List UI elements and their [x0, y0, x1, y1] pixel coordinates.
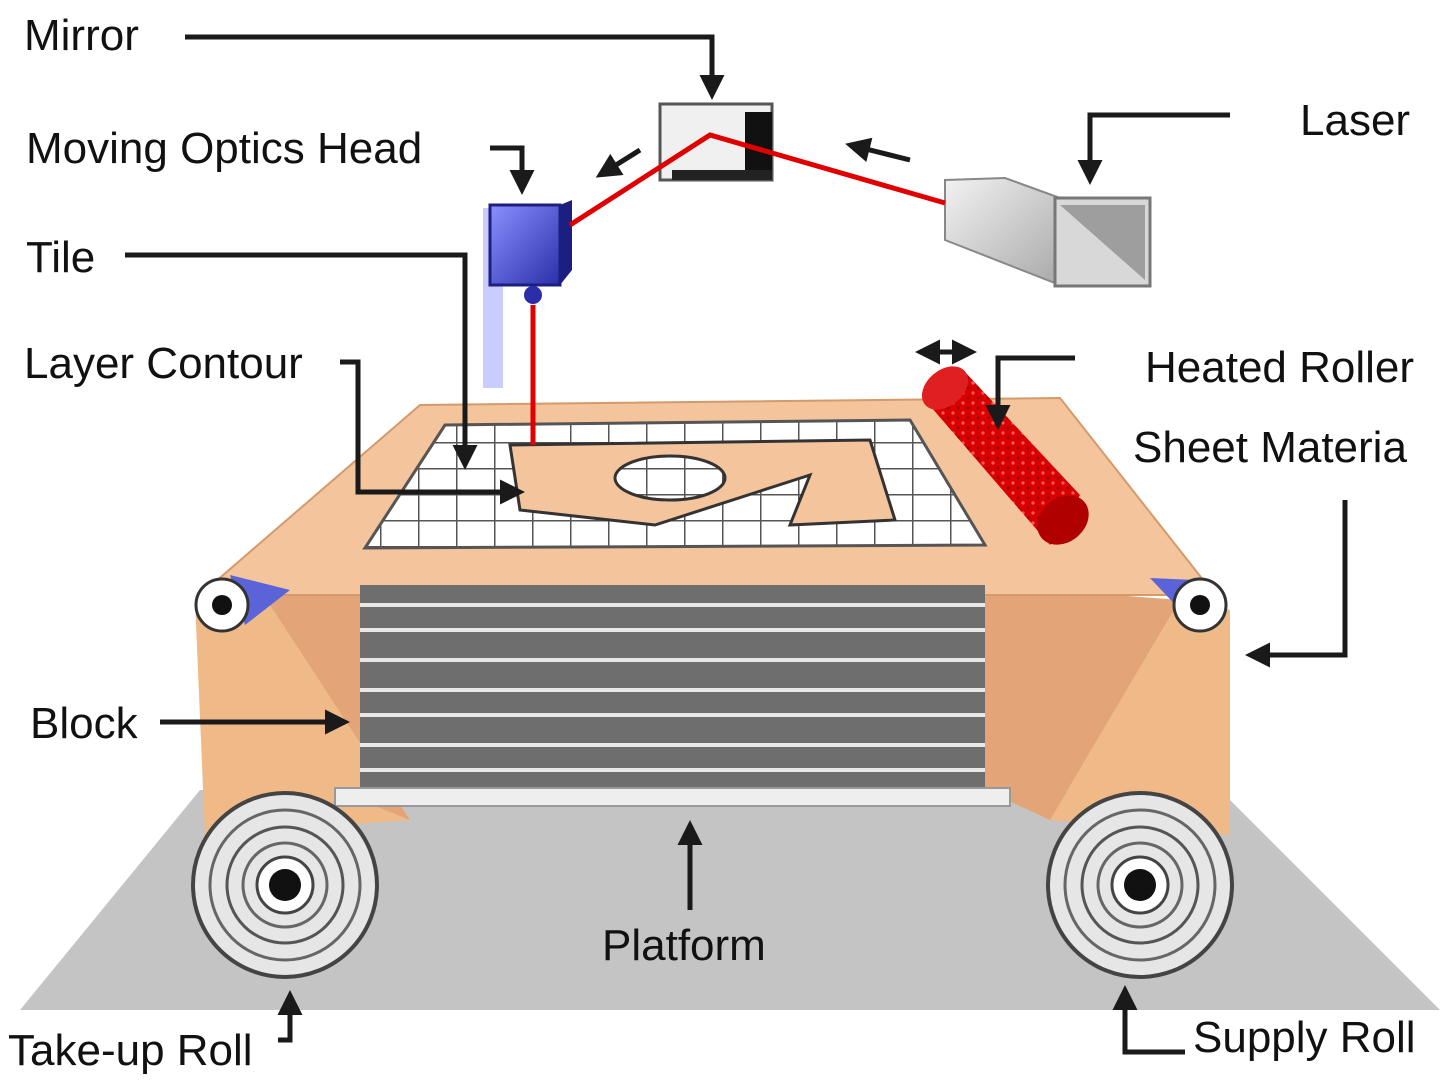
label-mirror: Mirror: [24, 11, 139, 60]
block-layers: [360, 603, 985, 772]
leader-mirror: [185, 34, 725, 100]
leader-laser: [1077, 112, 1230, 185]
platform-plate: [334, 787, 1011, 807]
idler-roller-left: [194, 575, 290, 633]
label-sheet-material: Sheet Materia: [1133, 423, 1407, 472]
heated-roller: [921, 366, 1089, 545]
idler-roller-right: [1150, 577, 1228, 633]
label-moving-optics-head: Moving Optics Head: [26, 124, 422, 173]
label-tile: Tile: [26, 233, 95, 282]
leader-supply-roll: [1112, 985, 1185, 1055]
label-platform: Platform: [602, 921, 766, 970]
block-stack: [360, 585, 985, 790]
leader-sheet-material: [1245, 500, 1348, 668]
supply-sheet-band: [1050, 600, 1230, 835]
leader-tile: [125, 252, 478, 470]
leader-optics-head: [490, 145, 535, 195]
leader-heated-roller: [985, 355, 1075, 430]
beam-direction-arrow-2: [595, 147, 642, 178]
leader-layer-contour: [340, 359, 525, 505]
laser-beam: [568, 132, 946, 228]
label-heated-roller: Heated Roller: [1145, 343, 1414, 392]
label-block: Block: [30, 699, 139, 748]
take-up-sheet-band: [195, 590, 410, 835]
label-layer-contour: Layer Contour: [24, 339, 303, 388]
supply-sheet-inner: [985, 585, 1180, 820]
laser-unit: [944, 176, 1152, 288]
leader-take-up-roll: [277, 990, 303, 1043]
label-take-up-roll: Take-up Roll: [8, 1026, 253, 1075]
leader-lines: [125, 34, 1348, 1055]
label-laser: Laser: [1300, 96, 1410, 145]
supply-roll: [1046, 791, 1234, 979]
label-supply-roll: Supply Roll: [1193, 1013, 1416, 1062]
moving-optics-head: [483, 200, 572, 388]
take-up-roll: [191, 791, 379, 979]
contour-hole: [613, 454, 727, 502]
mirror: [658, 102, 774, 182]
beam-direction-arrow-1: [845, 137, 911, 163]
take-up-sheet-inner: [260, 580, 410, 820]
